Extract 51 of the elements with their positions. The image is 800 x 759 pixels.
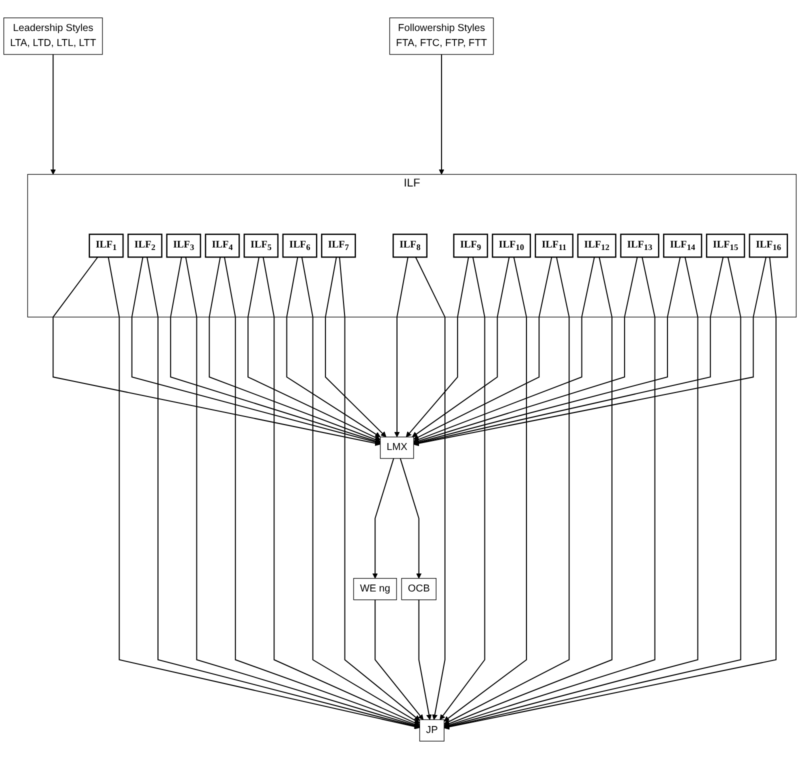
arrow <box>438 54 444 175</box>
arrow <box>413 257 552 440</box>
node-box: ILF$_{6}$ <box>282 234 318 258</box>
node-box: ILF$_{10}$ <box>492 234 531 258</box>
node-box: Followership Styles FTA, FTC, FTP, FTT <box>389 18 494 55</box>
arrow <box>444 257 570 724</box>
node-box: ILF$_{11}$ <box>534 234 574 258</box>
arrow <box>208 257 381 442</box>
arrow <box>301 257 420 724</box>
node-box: ILF$_{5}$ <box>244 234 279 258</box>
arrow <box>224 257 420 727</box>
node-box: LMX <box>380 436 414 459</box>
node-box: WE ng <box>353 578 397 600</box>
arrow <box>394 257 408 438</box>
arrow <box>444 257 656 728</box>
arrow <box>440 257 486 720</box>
arrow <box>374 600 424 720</box>
node-box: ILF$_{9}$ <box>453 234 488 258</box>
node-box: ILF$_{2}$ <box>127 234 162 258</box>
arrow <box>131 257 381 445</box>
node-box: ILF$_{7}$ <box>321 234 356 258</box>
node-box: ILF$_{14}$ <box>663 234 702 258</box>
arrow <box>413 257 595 442</box>
node-box: Leadership Styles LTA, LTD, LTL, LTT <box>3 18 103 55</box>
node-box: ILF$_{13}$ <box>620 234 660 258</box>
arrow <box>400 458 422 579</box>
arrow <box>444 257 527 722</box>
arrow <box>413 257 638 444</box>
node-box: ILF$_{12}$ <box>577 234 616 258</box>
arrow <box>339 257 420 721</box>
arrow <box>415 256 446 720</box>
node-box: ILF$_{8}$ <box>392 234 428 258</box>
node-box: ILF$_{15}$ <box>706 234 746 258</box>
arrow <box>406 257 470 438</box>
arrow <box>372 458 394 579</box>
node-box: ILF$_{1}$ <box>88 234 124 258</box>
arrow <box>418 600 432 720</box>
arrow <box>412 257 510 438</box>
arrow <box>286 257 381 438</box>
node-box: ILF$_{3}$ <box>166 234 202 258</box>
arrow <box>262 257 420 726</box>
node-box: JP <box>419 719 444 742</box>
arrow <box>170 257 381 444</box>
arrow <box>248 257 381 440</box>
node-box: OCB <box>401 578 436 600</box>
arrow <box>52 256 381 446</box>
node-box: ILF$_{16}$ <box>748 234 788 258</box>
node-box: ILF$_{4}$ <box>204 234 240 258</box>
arrow <box>50 54 56 175</box>
arrow <box>324 257 386 438</box>
arrow <box>444 257 612 726</box>
